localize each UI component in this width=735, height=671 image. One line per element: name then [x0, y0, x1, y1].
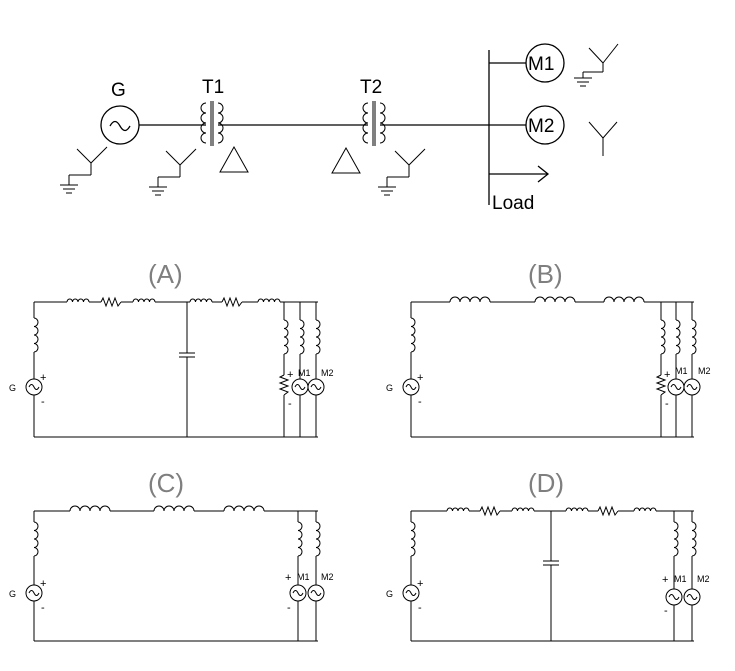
m1-label: M1	[298, 368, 311, 378]
plus-sign: +	[285, 572, 291, 584]
generator-label: G	[9, 383, 16, 393]
wye-grounded-icon	[148, 148, 197, 196]
ac-source-icon	[683, 588, 701, 606]
wye-grounded-icon	[574, 43, 619, 87]
minus-sign: -	[41, 396, 45, 408]
load-label: Load	[492, 193, 534, 214]
transformer1-label: T1	[202, 77, 224, 98]
wye-grounded-icon	[59, 146, 108, 194]
m1-label: M1	[297, 572, 310, 582]
plus-sign: +	[664, 369, 670, 381]
minus-sign: -	[664, 605, 668, 617]
generator-label: G	[111, 80, 126, 101]
m2-label: M2	[697, 574, 710, 584]
m2-label: M2	[321, 368, 334, 378]
delta-icon	[331, 146, 361, 174]
plus-sign: +	[40, 578, 46, 590]
ac-source-icon	[307, 378, 325, 396]
minus-sign: -	[418, 396, 422, 408]
ac-source-icon	[307, 584, 325, 602]
minus-sign: -	[41, 602, 45, 614]
wye-grounded-icon	[377, 148, 426, 196]
minus-sign: -	[288, 398, 292, 410]
motor1-symbol	[525, 43, 565, 83]
option-c-title: (C)	[148, 468, 184, 498]
sine-icon	[109, 120, 131, 132]
plus-sign: +	[417, 372, 423, 384]
generator-label: G	[386, 589, 393, 599]
option-a-title: (A)	[148, 259, 183, 289]
plus-sign: +	[417, 578, 423, 590]
minus-sign: -	[287, 602, 291, 614]
motor1-label: M1	[528, 54, 554, 75]
option-b: (B) G + - + - M1	[386, 259, 711, 438]
delta-icon	[219, 145, 249, 173]
transformer-t2	[362, 101, 386, 146]
transformer2-label: T2	[360, 77, 382, 98]
option-d: (D) G + -	[386, 468, 710, 642]
one-line-diagram: G T1 T2 M1	[59, 43, 619, 214]
plus-sign: +	[287, 369, 293, 381]
option-b-title: (B)	[528, 259, 563, 289]
m2-label: M2	[698, 366, 711, 376]
transformer-t1	[200, 101, 224, 146]
m2-label: M2	[321, 572, 334, 582]
wye-ungrounded-icon	[588, 121, 618, 156]
plus-sign: +	[40, 372, 46, 384]
ac-source-icon	[667, 378, 685, 396]
option-a: (A) G + -	[9, 259, 334, 438]
motor2-symbol	[525, 105, 565, 145]
ac-source-icon	[291, 378, 309, 396]
generator-label: G	[9, 589, 16, 599]
motor2-label: M2	[528, 116, 554, 137]
minus-sign: -	[665, 398, 669, 410]
ac-source-icon	[665, 588, 683, 606]
m1-label: M1	[675, 366, 688, 376]
ac-source-icon	[289, 584, 307, 602]
ac-source-icon	[683, 378, 701, 396]
minus-sign: -	[418, 602, 422, 614]
option-d-title: (D)	[528, 468, 564, 498]
m1-label: M1	[674, 574, 687, 584]
plus-sign: +	[662, 574, 668, 586]
option-c: (C) G + - + - M1 M2	[9, 468, 334, 642]
generator-label: G	[386, 383, 393, 393]
